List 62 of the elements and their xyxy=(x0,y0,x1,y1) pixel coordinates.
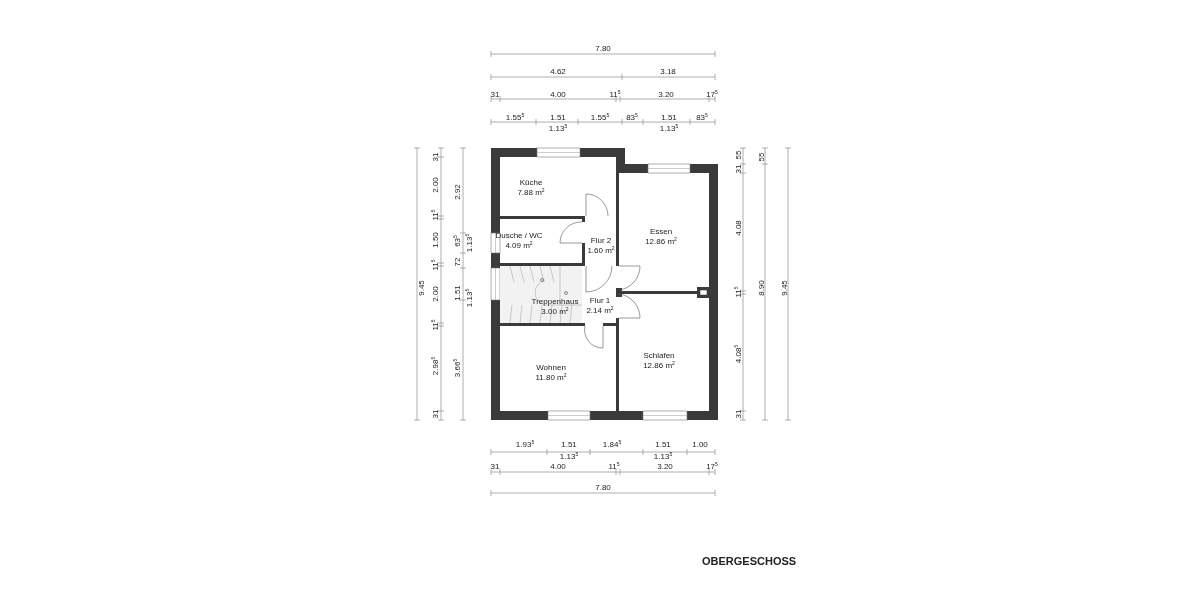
dimension-label: 1.51 xyxy=(561,439,577,449)
room-name: Wohnen xyxy=(535,363,567,373)
dimension-label: 1.50 xyxy=(430,232,440,248)
dimension-label: 1.13$^{5}$ xyxy=(559,451,579,461)
room-area-label: 12.86 m$^{2}$ xyxy=(643,361,675,371)
room-name: Schlafen xyxy=(643,351,675,361)
room-area-label: 3.00 m$^{2}$ xyxy=(540,307,570,317)
room-name: Dusche / WC xyxy=(495,231,543,241)
room-area-label: 12.86 m$^{2}$ xyxy=(645,237,677,247)
dimension-label: 31 xyxy=(490,89,500,99)
dimension-label: 1.55$^{5}$ xyxy=(505,112,525,122)
dimension-label: 4.00 xyxy=(550,461,566,471)
dimension-label: 3.20 xyxy=(658,89,674,99)
dimension-label: 9.45 xyxy=(416,280,426,296)
dimension-label: 1.55$^{5}$ xyxy=(590,112,610,122)
dimension-label: 1.13$^{5}$ xyxy=(659,123,679,133)
room-name: Küche xyxy=(518,178,544,188)
dimension-label: 2.92 xyxy=(452,184,462,200)
dimension-label: 2.00 xyxy=(430,177,440,193)
dimension-label: 1.51 xyxy=(655,439,671,449)
room-area-label: 7.88 m$^{2}$ xyxy=(517,188,545,198)
dimension-label: 55 xyxy=(733,150,743,160)
dimension-label: 17$^{5}$ xyxy=(706,461,718,471)
dimension-label: 31 xyxy=(733,409,743,419)
dimension-label: 2.00 xyxy=(430,286,440,302)
room-name: Flur 1 xyxy=(588,296,612,306)
dimension-label: 11$^{5}$ xyxy=(608,461,620,471)
dimension-label: 1.51 xyxy=(452,285,462,301)
dimension-label: 4.08 xyxy=(733,220,743,236)
room-name: Treppenhaus xyxy=(531,297,579,307)
dimension-label: 3.20 xyxy=(657,461,673,471)
plan-title: OBERGESCHOSS xyxy=(702,555,797,567)
dimension-label: 4.00 xyxy=(550,89,566,99)
room-area-label: 1.60 m$^{2}$ xyxy=(587,246,615,256)
room-area-label: 4.09 m$^{2}$ xyxy=(504,241,534,251)
dimension-label: 1.93$^{5}$ xyxy=(515,439,535,449)
room-name: Essen xyxy=(648,227,673,237)
dimension-label: 72 xyxy=(452,257,462,267)
room-area-label: 2.14 m$^{2}$ xyxy=(586,306,614,316)
dimension-label: 31 xyxy=(733,164,743,174)
dimension-label: 1.51 xyxy=(550,112,566,122)
dimension-label: 1.13$^{5}$ xyxy=(548,123,568,133)
dimension-label: 31 xyxy=(430,409,440,419)
dimension-label: 31 xyxy=(430,152,440,162)
dimension-label: 83$^{5}$ xyxy=(626,112,638,122)
dimension-label: 3.18 xyxy=(660,66,676,76)
room-name: Flur 2 xyxy=(589,236,613,246)
dimension-label: 1.13$^{5}$ xyxy=(653,451,673,461)
dimension-label: 17$^{5}$ xyxy=(706,89,718,99)
dimension-label: 83$^{5}$ xyxy=(696,112,708,122)
dimension-label: 8.90 xyxy=(756,280,766,296)
dimension-label: 7.80 xyxy=(595,482,611,492)
dimension-label: 1.00 xyxy=(692,439,708,449)
room-area-label: 11.80 m$^{2}$ xyxy=(535,373,567,383)
dimension-label: 55 xyxy=(756,152,766,162)
dimension-label: 1.51 xyxy=(661,112,677,122)
dimension-label: 7.80 xyxy=(595,43,611,53)
dimension-label: 9.45 xyxy=(779,280,789,296)
dimension-label: 1.84$^{5}$ xyxy=(602,439,622,449)
dimension-label: 4.62 xyxy=(550,66,566,76)
dimension-label: 31 xyxy=(490,461,500,471)
dimension-label: 11$^{5}$ xyxy=(609,89,621,99)
